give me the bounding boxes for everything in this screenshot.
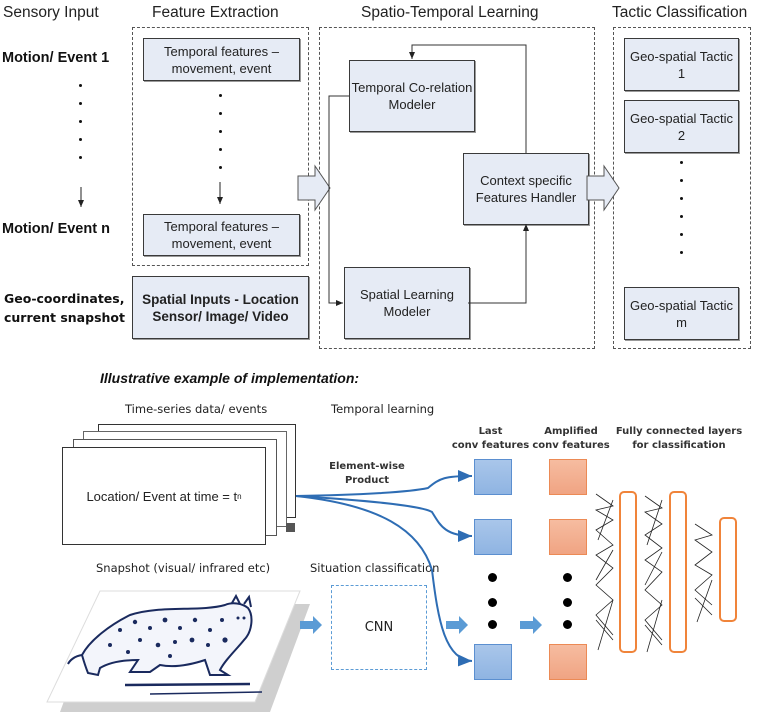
header-tactic-classification: Tactic Classification bbox=[612, 4, 748, 21]
fc-layer-3 bbox=[719, 517, 737, 622]
time-series-label: Time-series data/ events bbox=[125, 402, 268, 416]
last-conv-feature-1 bbox=[474, 459, 512, 495]
fc-line-2: for classification bbox=[632, 440, 726, 451]
geo-line-2: current snapshot bbox=[4, 310, 125, 325]
leopard-spots bbox=[108, 616, 246, 658]
fc-layer-1 bbox=[619, 491, 637, 653]
location-event-text: Location/ Event at time = t bbox=[86, 488, 238, 504]
curve-to-feature-1 bbox=[295, 470, 473, 497]
implementation-title: Illustrative example of implementation: bbox=[100, 370, 360, 386]
last-conv-line-1: Last bbox=[478, 426, 503, 437]
last-conv-feature-n bbox=[474, 644, 512, 680]
geo-coordinates-label: Geo-coordinates, current snapshot bbox=[4, 289, 125, 327]
temporal-corelation-modeler-box: Temporal Co-relation Modeler bbox=[349, 60, 475, 132]
header-feature-extraction: Feature Extraction bbox=[152, 4, 279, 21]
time-subscript: n bbox=[237, 491, 242, 501]
element-wise-line-1: Element-wise bbox=[329, 461, 405, 472]
spatial-to-context-arrow bbox=[468, 224, 529, 304]
header-sensory-input: Sensory Input bbox=[3, 4, 99, 21]
cnn-box: CNN bbox=[331, 585, 427, 670]
fc-line-1: Fully connected layers bbox=[615, 426, 743, 437]
amplified-feature-1 bbox=[549, 459, 587, 495]
arrow-snapshot-to-cnn bbox=[300, 616, 322, 634]
amplified-line-1: Amplified bbox=[544, 426, 598, 437]
last-conv-line-2: conv features bbox=[451, 440, 530, 451]
temporal-features-box-n: Temporal features – movement, event bbox=[143, 214, 300, 256]
cnn-label: CNN bbox=[364, 620, 394, 635]
temporal-to-spatial-arrow bbox=[328, 95, 349, 306]
spatial-inputs-line-2: Sensor/ Image/ Video bbox=[152, 308, 289, 324]
amplified-conv-features-label: Amplified conv features bbox=[531, 425, 611, 453]
context-features-handler-box: Context specific Features Handler bbox=[463, 153, 589, 225]
fc-connections bbox=[594, 493, 713, 653]
stack-card-shadow bbox=[286, 523, 295, 532]
tactic-box-1: Geo-spatial Tactic 1 bbox=[624, 38, 739, 91]
spatial-inputs-box: Spatial Inputs - Location Sensor/ Image/… bbox=[132, 276, 309, 339]
last-conv-features-label: Last conv features bbox=[448, 425, 533, 453]
tactic-box-m: Geo-spatial Tactic m bbox=[624, 287, 739, 340]
temporal-features-box-1: Temporal features – movement, event bbox=[143, 38, 300, 81]
header-spatio-temporal-learning: Spatio-Temporal Learning bbox=[361, 4, 539, 21]
snapshot-label: Snapshot (visual/ infrared etc) bbox=[96, 561, 271, 575]
feedback-arrow bbox=[409, 44, 527, 153]
curve-to-feature-2 bbox=[295, 495, 473, 542]
element-wise-line-2: Product bbox=[344, 475, 390, 486]
amplified-line-2: conv features bbox=[532, 440, 610, 451]
temporal-learning-label: Temporal learning bbox=[331, 402, 435, 416]
arrow-features-to-amplified bbox=[520, 616, 542, 634]
block-arrow-to-tactics bbox=[586, 164, 620, 212]
motion-event-1: Motion/ Event 1 bbox=[2, 50, 110, 66]
arrow-cnn-to-features bbox=[446, 616, 468, 634]
block-arrow-to-learning bbox=[297, 164, 331, 212]
last-conv-feature-2 bbox=[474, 519, 512, 555]
spatial-inputs-line-1: Spatial Inputs - Location bbox=[142, 291, 299, 307]
element-wise-curves bbox=[295, 470, 473, 667]
feature-extraction-group bbox=[132, 27, 309, 266]
amplified-feature-n bbox=[549, 644, 587, 680]
amplified-feature-2 bbox=[549, 519, 587, 555]
leopard-image bbox=[67, 593, 263, 695]
spatial-learning-modeler-box: Spatial Learning Modeler bbox=[344, 267, 470, 339]
geo-line-1: Geo-coordinates, bbox=[4, 291, 125, 306]
situation-classification-label: Situation classification bbox=[310, 561, 440, 575]
motion-event-n: Motion/ Event n bbox=[2, 221, 110, 237]
tactic-box-2: Geo-spatial Tactic 2 bbox=[624, 100, 739, 153]
fully-connected-label: Fully connected layers for classificatio… bbox=[609, 425, 749, 453]
fc-layer-2 bbox=[669, 491, 687, 653]
element-wise-product-label: Element-wise Product bbox=[327, 460, 407, 488]
curve-to-feature-n bbox=[295, 495, 473, 667]
